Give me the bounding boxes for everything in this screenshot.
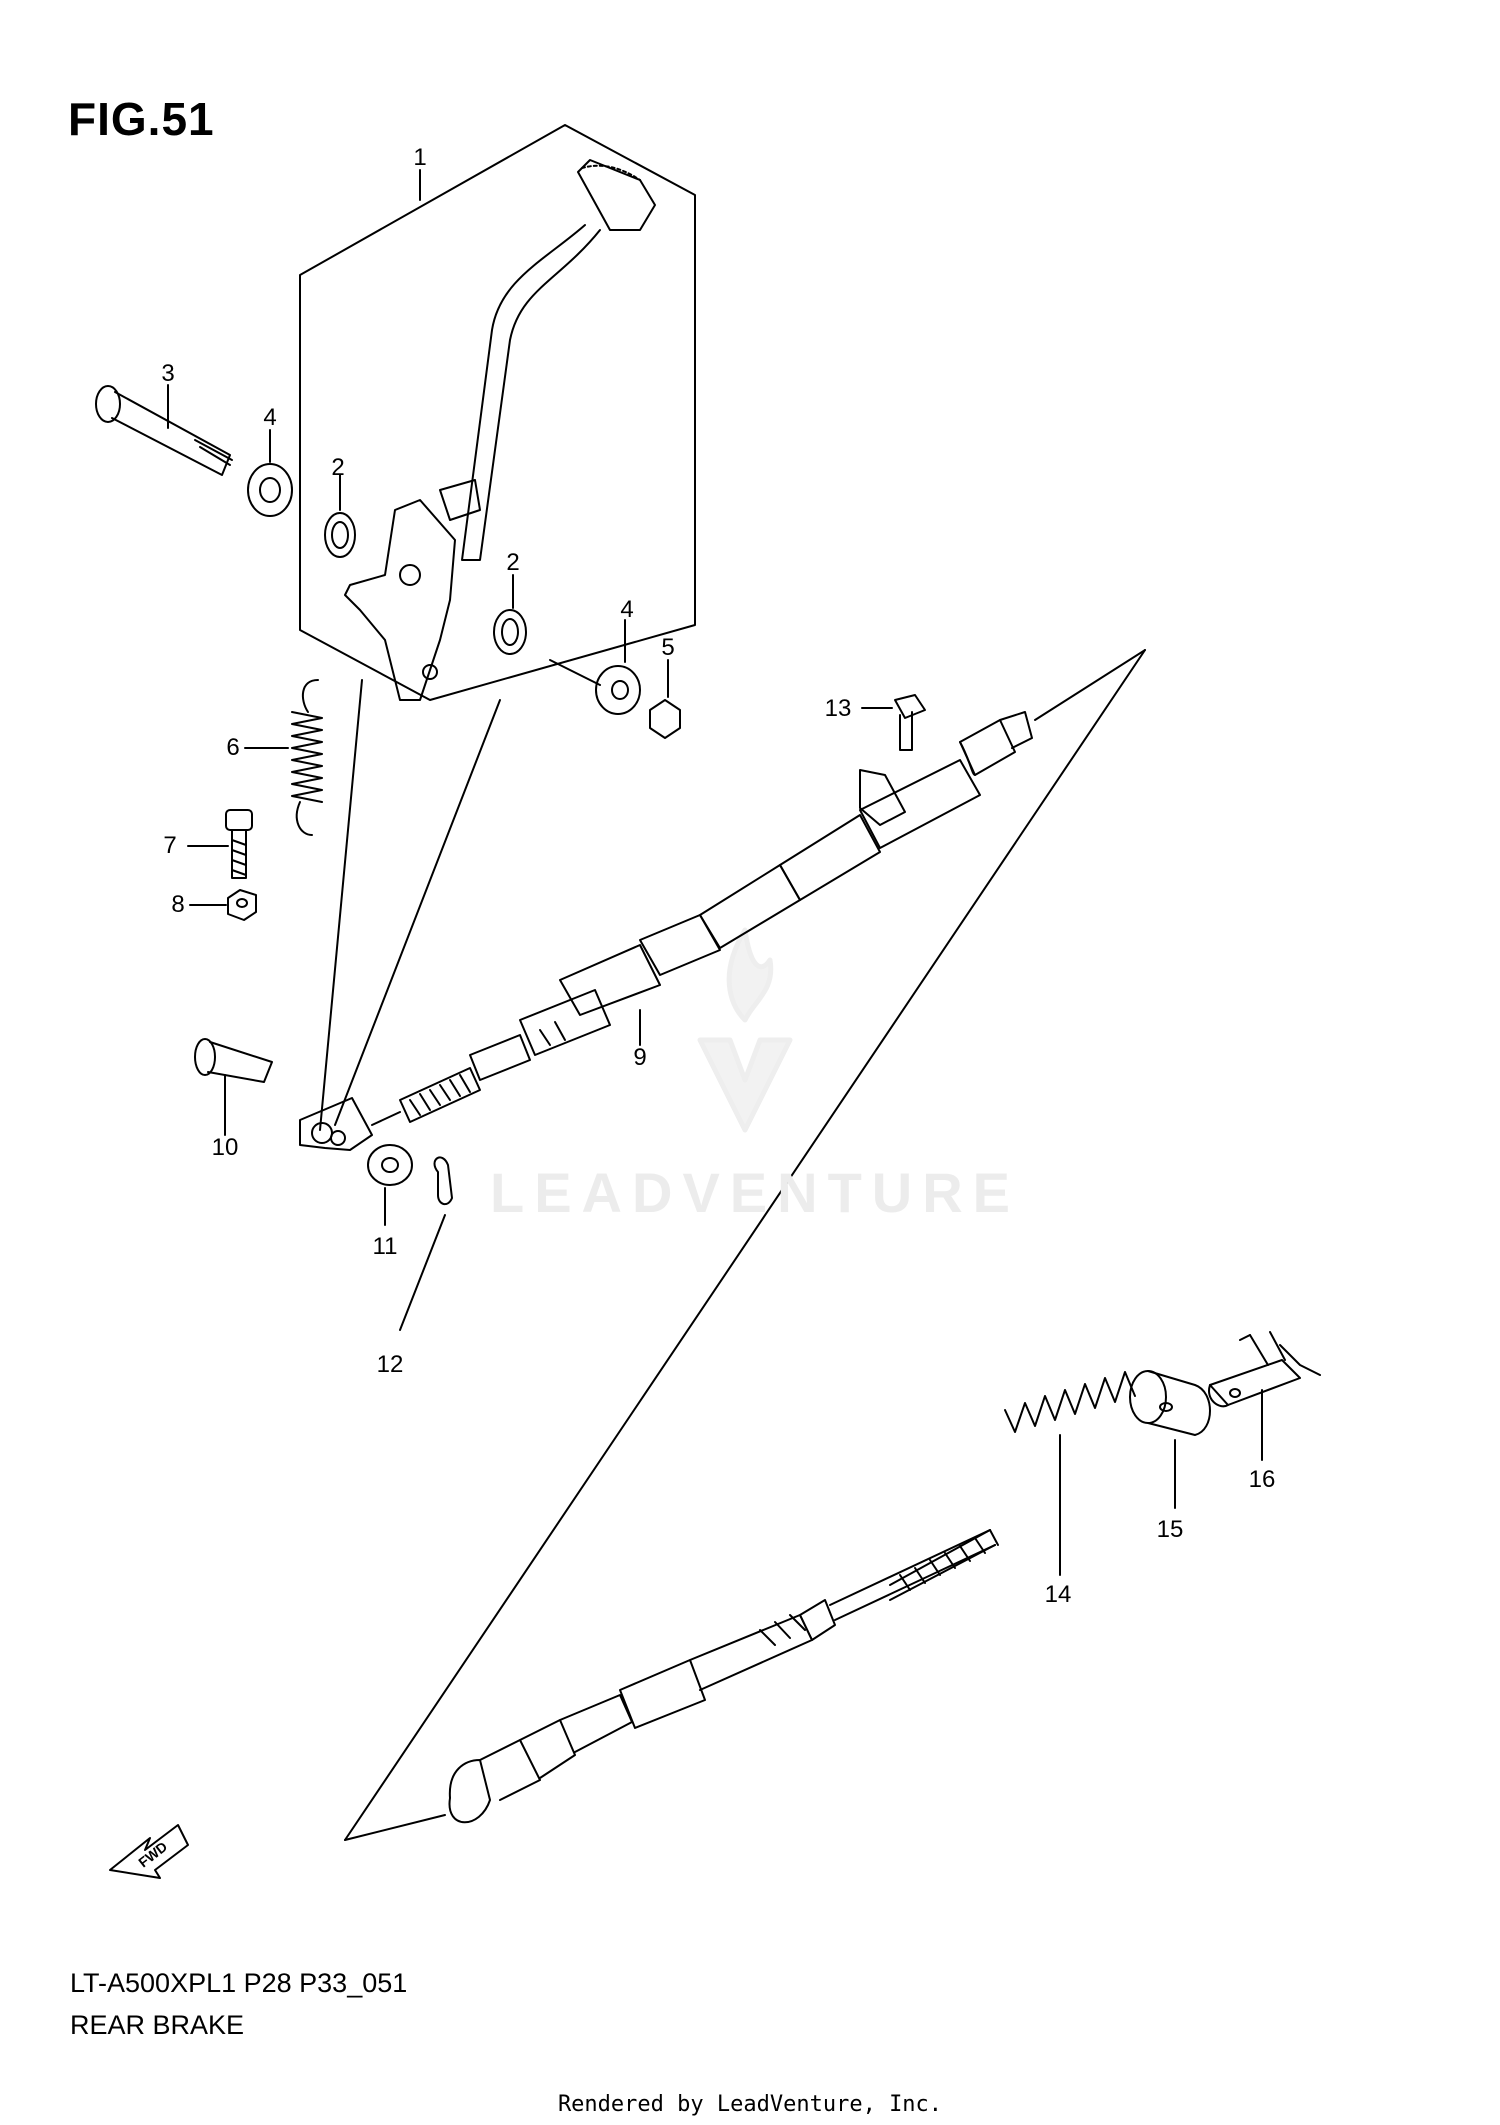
callout-10: 10 xyxy=(211,1134,239,1161)
bolt-part-7 xyxy=(187,809,253,879)
sleeve-part-15 xyxy=(1129,1370,1211,1509)
nut-part-5 xyxy=(649,659,681,739)
render-credit: Rendered by LeadVenture, Inc. xyxy=(557,2092,943,2117)
joint-part-16 xyxy=(1208,1331,1321,1461)
leader-frame-top xyxy=(1034,649,1146,721)
callout-12: 12 xyxy=(376,1351,404,1378)
bushing-part-2 xyxy=(324,474,527,655)
callout-7: 7 xyxy=(163,832,177,859)
callout-5: 5 xyxy=(661,634,675,661)
callout-14: 14 xyxy=(1044,1581,1072,1608)
leader-box-right xyxy=(334,699,501,1126)
callout-13: 13 xyxy=(824,695,852,722)
fwd-arrow-icon xyxy=(109,1824,189,1879)
watermark-logo xyxy=(697,927,793,1133)
brake-pedal-part xyxy=(344,159,656,701)
callout-6: 6 xyxy=(226,734,240,761)
callout-1: 1 xyxy=(413,144,427,171)
leader-axis xyxy=(549,659,601,686)
callout-3: 3 xyxy=(161,360,175,387)
spring-part-6 xyxy=(244,679,323,836)
callout-2: 2 xyxy=(331,454,345,481)
bolt-part-13 xyxy=(861,694,926,751)
figure-title: FIG.51 xyxy=(68,93,215,145)
clip-part-12 xyxy=(399,1156,453,1331)
callout-4: 4 xyxy=(620,596,634,623)
spring-part-14 xyxy=(1004,1371,1136,1576)
kit-box-outline xyxy=(299,124,696,701)
washer-part-4 xyxy=(247,429,641,715)
brake-cable-part-9 xyxy=(299,711,1033,1151)
callout-15: 15 xyxy=(1156,1516,1184,1543)
leader-frame-diagonal xyxy=(344,649,1146,1841)
leader-box-left xyxy=(319,679,363,1131)
bolt-part-3 xyxy=(95,384,233,476)
callout-8: 8 xyxy=(171,891,185,918)
leader-frame-bottom xyxy=(344,1814,446,1841)
pin-part-10 xyxy=(194,1038,273,1136)
callout-9: 9 xyxy=(633,1044,647,1071)
callout-16: 16 xyxy=(1248,1466,1276,1493)
callout-2: 2 xyxy=(506,549,520,576)
section-title: REAR BRAKE xyxy=(70,2010,245,2040)
washer-part-11 xyxy=(367,1144,413,1226)
nut-part-8 xyxy=(189,889,257,921)
model-code: LT-A500XPL1 P28 P33_051 xyxy=(70,1968,408,1998)
lower-cable-assembly xyxy=(448,1529,999,1824)
watermark-text: LEADVENTURE xyxy=(490,1161,1021,1224)
callout-11: 11 xyxy=(372,1233,398,1260)
callout-4: 4 xyxy=(263,404,277,431)
